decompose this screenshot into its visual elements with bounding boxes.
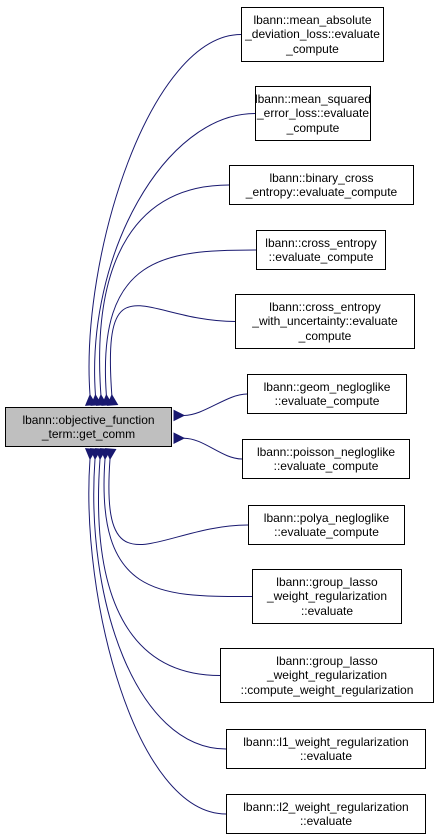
caller-label-line: ::compute_weight_regularization: [240, 682, 414, 697]
caller-node-l1-weight-regularization[interactable]: lbann::l1_weight_regularization ::evalua…: [226, 729, 426, 769]
caller-label-line: lbann::cross_entropy: [269, 299, 381, 314]
caller-label-line: lbann::poisson_negloglike: [256, 444, 396, 459]
call-edge-arrow: [104, 459, 253, 598]
call-edge-arrow: [89, 459, 227, 815]
caller-label-line: ::evaluate: [299, 749, 353, 763]
call-edge-arrow: [105, 249, 257, 395]
root-node-get-comm[interactable]: lbann::objective_function _term::get_com…: [5, 407, 172, 447]
call-edge-arrow: [99, 459, 221, 676]
caller-node-binary-cross-entropy[interactable]: lbann::binary_cross _entropy::evaluate_c…: [229, 165, 414, 205]
call-edge-arrow: [184, 438, 243, 460]
call-edge-arrow: [95, 113, 256, 396]
caller-label-line: lbann::mean_squared: [254, 91, 372, 106]
caller-label-line: lbann::geom_negloglike: [263, 379, 391, 394]
caller-label-line: ::evaluate: [299, 814, 353, 828]
caller-label-line: _compute: [286, 120, 340, 135]
caller-label-line: lbann::cross_entropy: [265, 235, 377, 250]
caller-label-line: _error_loss::evaluate: [256, 106, 370, 121]
caller-label-line: lbann::l2_weight_regularization: [243, 799, 409, 814]
caller-label-line: ::evaluate_compute: [274, 394, 380, 408]
caller-label-line: lbann::l1_weight_regularization: [243, 734, 409, 749]
caller-label-line: _entropy::evaluate_compute: [245, 185, 398, 199]
caller-label-line: _compute: [298, 328, 352, 343]
caller-node-polya-negloglike[interactable]: lbann::polya_negloglike ::evaluate_compu…: [248, 505, 405, 545]
caller-label-line: lbann::group_lasso: [276, 574, 378, 589]
caller-label-line: lbann::binary_cross: [269, 170, 374, 185]
caller-node-group-lasso-compute-weight-regularization[interactable]: lbann::group_lasso _weight_regularizatio…: [220, 648, 434, 703]
caller-label-line: _deviation_loss::evaluate: [245, 27, 380, 42]
caller-node-geom-negloglike[interactable]: lbann::geom_negloglike ::evaluate_comput…: [247, 374, 407, 414]
caller-label-line: ::evaluate: [300, 603, 354, 618]
call-edge-arrow: [100, 184, 230, 395]
root-label-line-2: _term::get_comm: [41, 427, 136, 441]
caller-node-cross-entropy[interactable]: lbann::cross_entropy ::evaluate_compute: [256, 230, 386, 270]
caller-label-line: lbann::group_lasso: [276, 653, 378, 668]
call-edge-arrow: [109, 459, 249, 546]
caller-label-line: _weight_regularization: [266, 668, 388, 683]
caller-node-mean-squared-error-loss[interactable]: lbann::mean_squared _error_loss::evaluat…: [255, 86, 371, 141]
caller-node-group-lasso-evaluate[interactable]: lbann::group_lasso _weight_regularizatio…: [252, 569, 402, 624]
caller-node-mean-absolute-deviation-loss[interactable]: lbann::mean_absolute _deviation_loss::ev…: [241, 7, 384, 62]
caller-label-line: _with_uncertainty::evaluate: [252, 314, 398, 329]
root-label-line-1: lbann::objective_function: [22, 412, 155, 427]
caller-label-line: ::evaluate_compute: [273, 459, 379, 473]
caller-label-line: ::evaluate_compute: [274, 525, 379, 539]
call-edge-arrow: [89, 34, 242, 396]
caller-label-line: ::evaluate_compute: [268, 250, 374, 264]
caller-label-line: _weight_regularization: [266, 589, 388, 604]
call-edge-arrow: [110, 305, 236, 395]
caller-label-line: lbann::mean_absolute: [253, 12, 372, 27]
caller-node-cross-entropy-with-uncertainty[interactable]: lbann::cross_entropy _with_uncertainty::…: [235, 294, 415, 349]
caller-node-l2-weight-regularization[interactable]: lbann::l2_weight_regularization ::evalua…: [226, 794, 426, 834]
call-edge-arrow: [184, 393, 248, 415]
call-edge-arrow: [94, 459, 227, 750]
caller-label-line: _compute: [286, 41, 339, 56]
caller-node-poisson-negloglike[interactable]: lbann::poisson_negloglike ::evaluate_com…: [242, 439, 410, 479]
caller-label-line: lbann::polya_negloglike: [263, 510, 390, 525]
